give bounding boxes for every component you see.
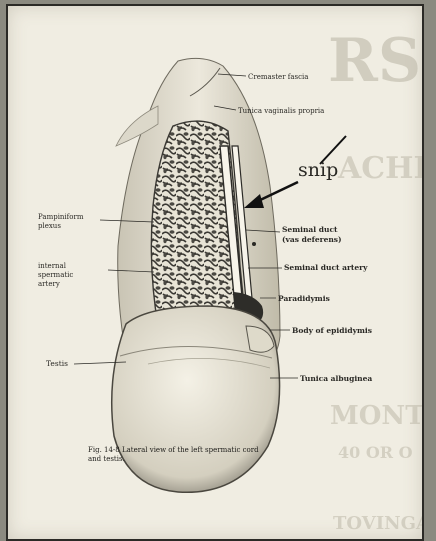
label-tunica-vaginalis: Tunica vaginalis propria: [238, 107, 324, 115]
label-tunica-albuginea: Tunica albuginea: [300, 374, 372, 383]
bleed-text: 40 OR O: [338, 443, 413, 462]
label-seminal-duct: Seminal duct: [282, 225, 338, 234]
label-internal-artery: spermatic: [38, 271, 73, 279]
label-seminal-artery: Seminal duct artery: [284, 263, 368, 272]
bleed-text: MONT H: [330, 401, 422, 431]
label-testis: Testis: [46, 359, 68, 368]
bleed-text: RS: [328, 26, 421, 96]
label-pampiniform: plexus: [38, 222, 61, 230]
label-seminal-duct: (vas deferens): [282, 235, 342, 244]
label-body-epididymis: Body of epididymis: [292, 326, 372, 335]
label-cremaster-fascia: Cremaster fascia: [248, 73, 308, 81]
label-pampiniform: Pampiniform: [38, 213, 84, 221]
bleed-text: TOVINGA: [333, 513, 422, 534]
label-paradidymis: Paradidymis: [278, 294, 330, 303]
caption-line: and testis.: [88, 455, 259, 464]
figure-caption: Fig. 14-8 Lateral view of the left sperm…: [88, 446, 259, 464]
bleed-text: ACHE: [337, 151, 422, 186]
caption-line: Fig. 14-8 Lateral view of the left sperm…: [88, 446, 259, 455]
label-internal-artery: artery: [38, 280, 60, 288]
illustration-frame: RS ACHE MONT H 40 OR O TOVINGA snip Crem…: [6, 4, 424, 541]
snip-label: snip: [298, 159, 338, 181]
label-internal-artery: internal: [38, 262, 67, 270]
